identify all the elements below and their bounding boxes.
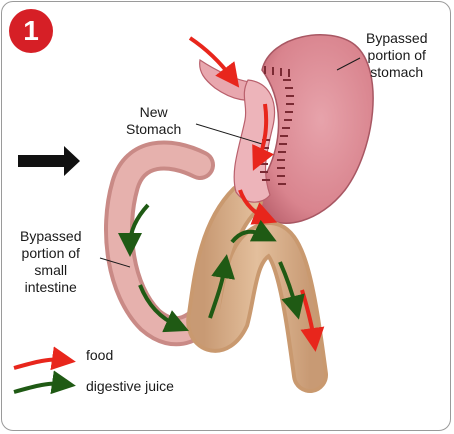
legend-food-label: food xyxy=(86,347,114,363)
leader-line-stomach xyxy=(336,57,361,71)
leader-line-intestine xyxy=(99,257,131,268)
label-new-stomach: New Stomach xyxy=(126,104,182,137)
step-number-badge: 1 xyxy=(9,9,53,53)
digestive-juice-arrow xyxy=(118,203,150,257)
leader-line-new-stomach xyxy=(195,123,263,145)
food-arrow xyxy=(238,189,278,225)
digestive-juice-arrow xyxy=(138,284,189,333)
food-arrow xyxy=(188,36,240,88)
digestive-juice-arrow xyxy=(208,254,235,319)
pointer-arrow-icon xyxy=(18,146,80,176)
digestive-juice-arrow xyxy=(230,219,277,244)
legend-juice-arrow-icon xyxy=(13,370,76,395)
bypassed-stomach xyxy=(256,34,374,224)
digestive-juice-arrow xyxy=(278,261,305,320)
legend-food-arrow-icon xyxy=(13,346,76,371)
food-arrow xyxy=(252,103,274,171)
legend-juice-label: digestive juice xyxy=(86,378,174,394)
label-bypassed-intestine: Bypassed portion of small intestine xyxy=(20,228,82,295)
label-bypassed-stomach: Bypassed portion of stomach xyxy=(366,30,428,80)
